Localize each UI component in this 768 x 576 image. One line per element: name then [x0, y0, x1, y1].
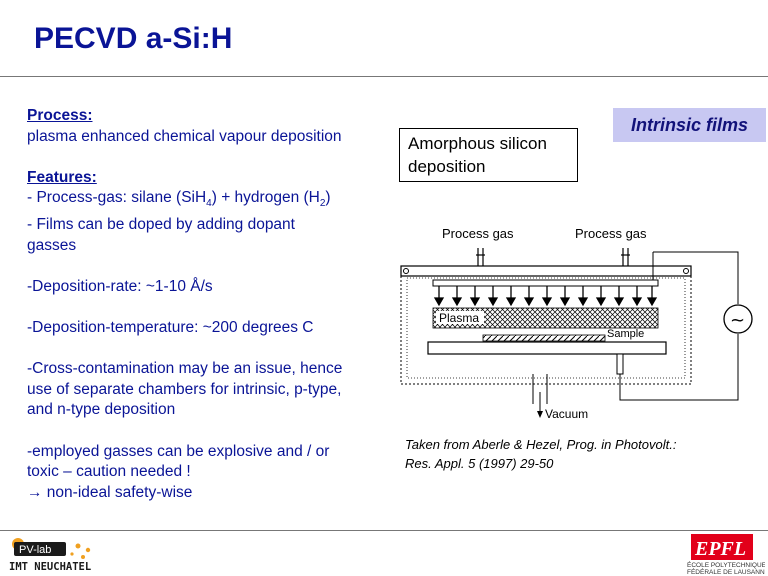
feature-rate: -Deposition-rate: ~1-10 Å/s — [27, 277, 213, 295]
sample-label: Sample — [607, 328, 644, 340]
epfl-sub1: ÉCOLE POLYTECHNIQUE — [687, 560, 765, 569]
feature-explosive-line2: toxic – caution needed ! — [27, 463, 191, 481]
feature-doped-line2: gasses — [27, 236, 77, 254]
epfl-text: EPFL — [694, 538, 746, 560]
process-heading: Process: — [27, 107, 93, 124]
intrinsic-films-badge: Intrinsic films — [613, 108, 766, 142]
title-divider — [0, 76, 768, 77]
gas-inlet-right — [621, 248, 630, 268]
feature-temperature: -Deposition-temperature: ~200 degrees C — [27, 319, 314, 337]
gas-flow-arrows — [433, 286, 658, 307]
features-heading: Features: — [27, 168, 97, 186]
top-electrode — [400, 265, 692, 277]
plasma-region — [432, 307, 659, 329]
gas-label-right: Process gas — [575, 226, 647, 241]
feature-explosive-line1: -employed gasses can be explosive and / … — [27, 442, 330, 460]
box-label-line1: Amorphous silicon — [408, 134, 547, 153]
slide-title: PECVD a-Si:H — [34, 22, 233, 55]
feature-doped-line1: - Films can be doped by adding dopant — [27, 216, 295, 234]
bullet-text-block: Process: plasma enhanced chemical vapour… — [27, 106, 387, 503]
feature-safety: → non-ideal safety-wise — [27, 483, 193, 501]
caption-line2: Res. Appl. 5 (1997) 29-50 — [405, 456, 554, 471]
ac-symbol: ~ — [730, 310, 745, 331]
epfl-logo: EPFL ÉCOLE POLYTECHNIQUE FÉDÉRALE DE LAU… — [687, 534, 765, 576]
amorphous-silicon-box: Amorphous silicon deposition — [399, 128, 578, 182]
feature-process-gas: - Process-gas: silane (SiH4) + hydrogen … — [27, 189, 331, 210]
vacuum-label: Vacuum — [545, 407, 588, 421]
bottom-electrode — [427, 341, 667, 355]
feature-cross-line2: use of separate chambers for intrinsic, … — [27, 380, 342, 398]
figure-caption: Taken from Aberle & Hezel, Prog. in Phot… — [405, 435, 676, 473]
imt-text: IMT NEUCHATEL — [9, 561, 91, 573]
showerhead — [432, 279, 659, 287]
pvlab-imt-logo: PV-lab IMT NEUCHATEL — [9, 538, 91, 573]
plasma-label: Plasma — [439, 311, 479, 325]
footer-divider — [0, 530, 768, 531]
pecvd-reactor-diagram: Process gas Process gas Plasma Sample — [400, 226, 753, 421]
ac-source — [723, 304, 753, 334]
box-label-line2: deposition — [408, 157, 486, 176]
gas-label-left: Process gas — [442, 226, 514, 241]
feature-cross-line1: -Cross-contamination may be an issue, he… — [27, 360, 343, 378]
caption-line1: Taken from Aberle & Hezel, Prog. in Phot… — [405, 437, 677, 452]
rf-wiring — [619, 251, 739, 401]
feature-cross-line3: and n-type deposition — [27, 401, 176, 419]
pvlab-text: PV-lab — [19, 544, 51, 556]
sample — [482, 334, 606, 342]
process-text: plasma enhanced chemical vapour depositi… — [27, 127, 342, 145]
gas-inlet-left — [476, 248, 485, 268]
epfl-sub2: FÉDÉRALE DE LAUSANNE — [687, 567, 765, 576]
